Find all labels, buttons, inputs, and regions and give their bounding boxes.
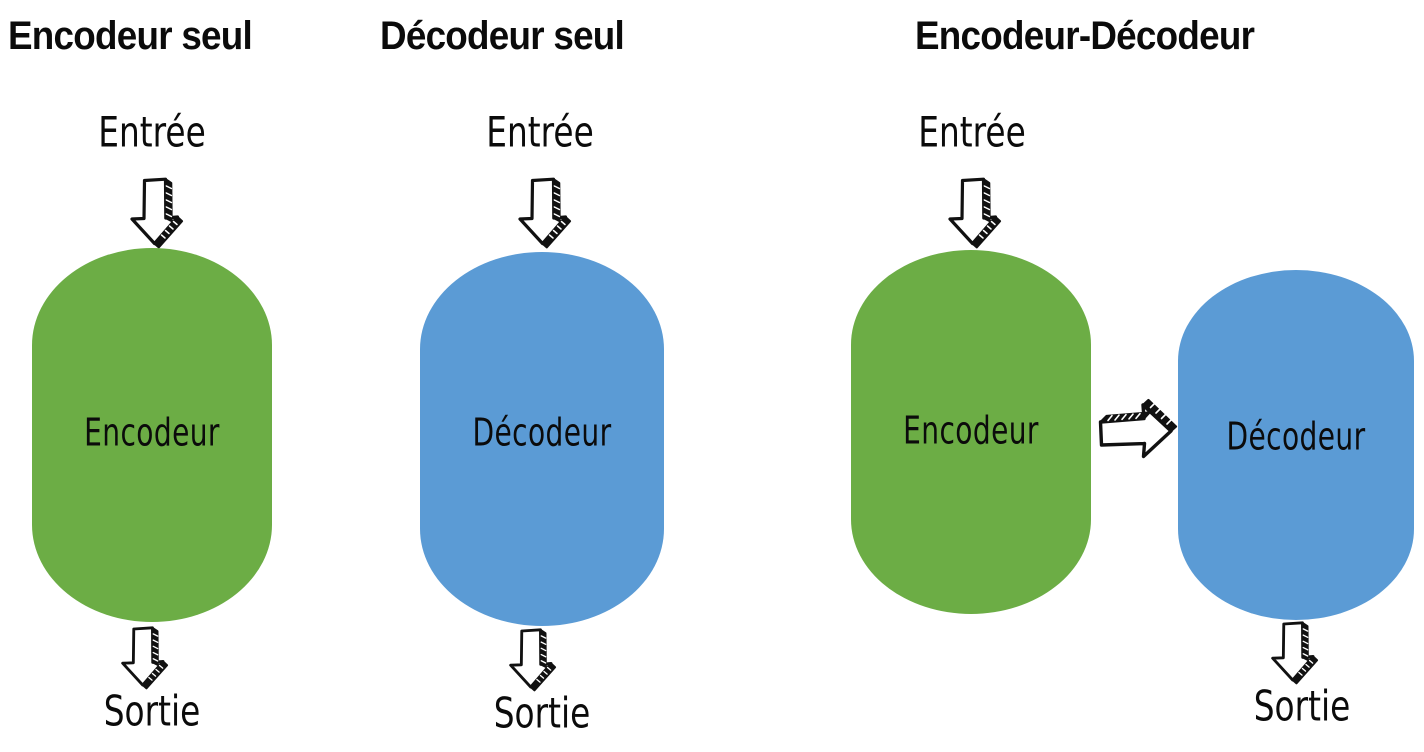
panel3-decoder-block[interactable]: Décodeur [1178, 270, 1414, 620]
p1-input-arrow-down-icon [120, 176, 192, 249]
panel2-output-label: Sortie [493, 689, 591, 739]
panel1-encoder-label: Encodeur [84, 411, 220, 456]
p3-output-arrow-down-icon [1262, 620, 1326, 685]
panel-title-encoder-only: Encodeur seul [8, 14, 253, 58]
panel-title-encoder-decoder: Encodeur-Décodeur [915, 14, 1255, 58]
panel1-input-label: Entrée [98, 108, 206, 158]
panel2-decoder-block[interactable]: Décodeur [420, 252, 664, 626]
panel1-encoder-block[interactable]: Encodeur [32, 248, 272, 622]
panel3-encoder-block[interactable]: Encodeur [851, 250, 1091, 614]
panel3-encoder-label: Encodeur [903, 409, 1039, 454]
panel3-input-label: Entrée [918, 108, 1026, 158]
p3-bridge-arrow-right-icon [1096, 398, 1178, 474]
panel3-output-label: Sortie [1253, 682, 1351, 732]
panel2-input-label: Entrée [486, 108, 594, 158]
p2-input-arrow-down-icon [508, 176, 580, 249]
panel2-decoder-label: Décodeur [472, 411, 612, 456]
panel3-decoder-label: Décodeur [1226, 415, 1366, 460]
p2-output-arrow-down-icon [500, 627, 564, 692]
panel-title-decoder-only: Décodeur seul [380, 14, 625, 58]
p3-input-arrow-down-icon [938, 176, 1010, 249]
panel1-output-label: Sortie [103, 687, 201, 737]
p1-output-arrow-down-icon [112, 625, 176, 690]
